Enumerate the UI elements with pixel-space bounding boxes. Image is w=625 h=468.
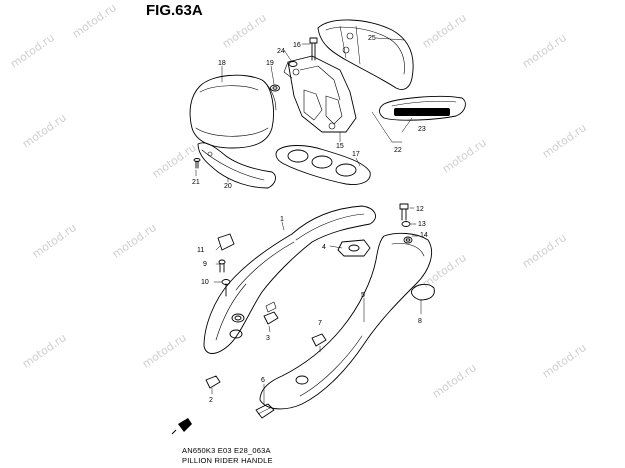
callout-10: 10: [201, 279, 209, 286]
callout-24: 24: [277, 48, 285, 55]
callout-7: 7: [318, 320, 322, 327]
callout-23: 23: [418, 126, 426, 133]
figure-caption: PILLION RIDER HANDLE: [182, 456, 273, 465]
callout-3: 3: [266, 335, 270, 342]
callout-14: 14: [420, 232, 428, 239]
cap-8: [411, 283, 435, 301]
callout-4: 4: [322, 244, 326, 251]
emblem-23: [379, 95, 466, 121]
collar-19: [270, 84, 280, 92]
callout-11: 11: [197, 247, 204, 254]
callout-21: 21: [192, 179, 200, 186]
screw-21: [193, 158, 201, 169]
front-direction-icon: [171, 418, 192, 435]
callout-13: 13: [418, 221, 426, 228]
callout-2: 2: [209, 397, 213, 404]
callout-9: 9: [203, 261, 207, 268]
cap-6: [255, 403, 275, 419]
callout-19: 19: [266, 60, 274, 67]
washer-24: [288, 61, 298, 67]
drawing-code: AN650K3 E03 E28_063A: [182, 446, 271, 455]
callout-25: 25: [368, 35, 376, 42]
callout-15: 15: [336, 143, 344, 150]
callout-22: 22: [394, 147, 402, 154]
callout-6: 6: [261, 377, 265, 384]
plate-2: [205, 375, 221, 389]
callout-18: 18: [218, 60, 226, 67]
plate-3: [263, 301, 279, 325]
callout-12: 12: [416, 206, 424, 213]
collar-11: [217, 233, 235, 251]
backrest-bracket: [283, 55, 357, 133]
callout-8: 8: [418, 318, 422, 325]
handle-rail-1: [203, 205, 376, 354]
bolt-12: [399, 203, 409, 221]
callout-5: 5: [361, 292, 365, 299]
gasket-17: [275, 145, 371, 185]
bolt-10: [221, 279, 231, 297]
callout-17: 17: [352, 151, 360, 158]
nut-14: [403, 236, 413, 244]
backrest-pad: [189, 74, 277, 149]
callout-1: 1: [280, 216, 284, 223]
callout-labels: 1 2 3 4 5 6 7 8 9 10 11 12 13 14 15 16 1…: [192, 35, 428, 404]
handle-rail-5: [259, 232, 432, 410]
washer-13: [401, 221, 411, 227]
callout-20: 20: [224, 183, 232, 190]
figure-title: FIG.63A: [146, 2, 203, 19]
bracket-4: [337, 239, 371, 257]
screw-9: [218, 259, 226, 273]
backrest-shell: [317, 19, 414, 90]
cap-7: [311, 333, 327, 347]
backrest-lower-cover: [197, 142, 276, 189]
bolt-16: [309, 37, 318, 61]
leader-lines: [195, 37, 422, 405]
callout-16: 16: [293, 42, 301, 49]
